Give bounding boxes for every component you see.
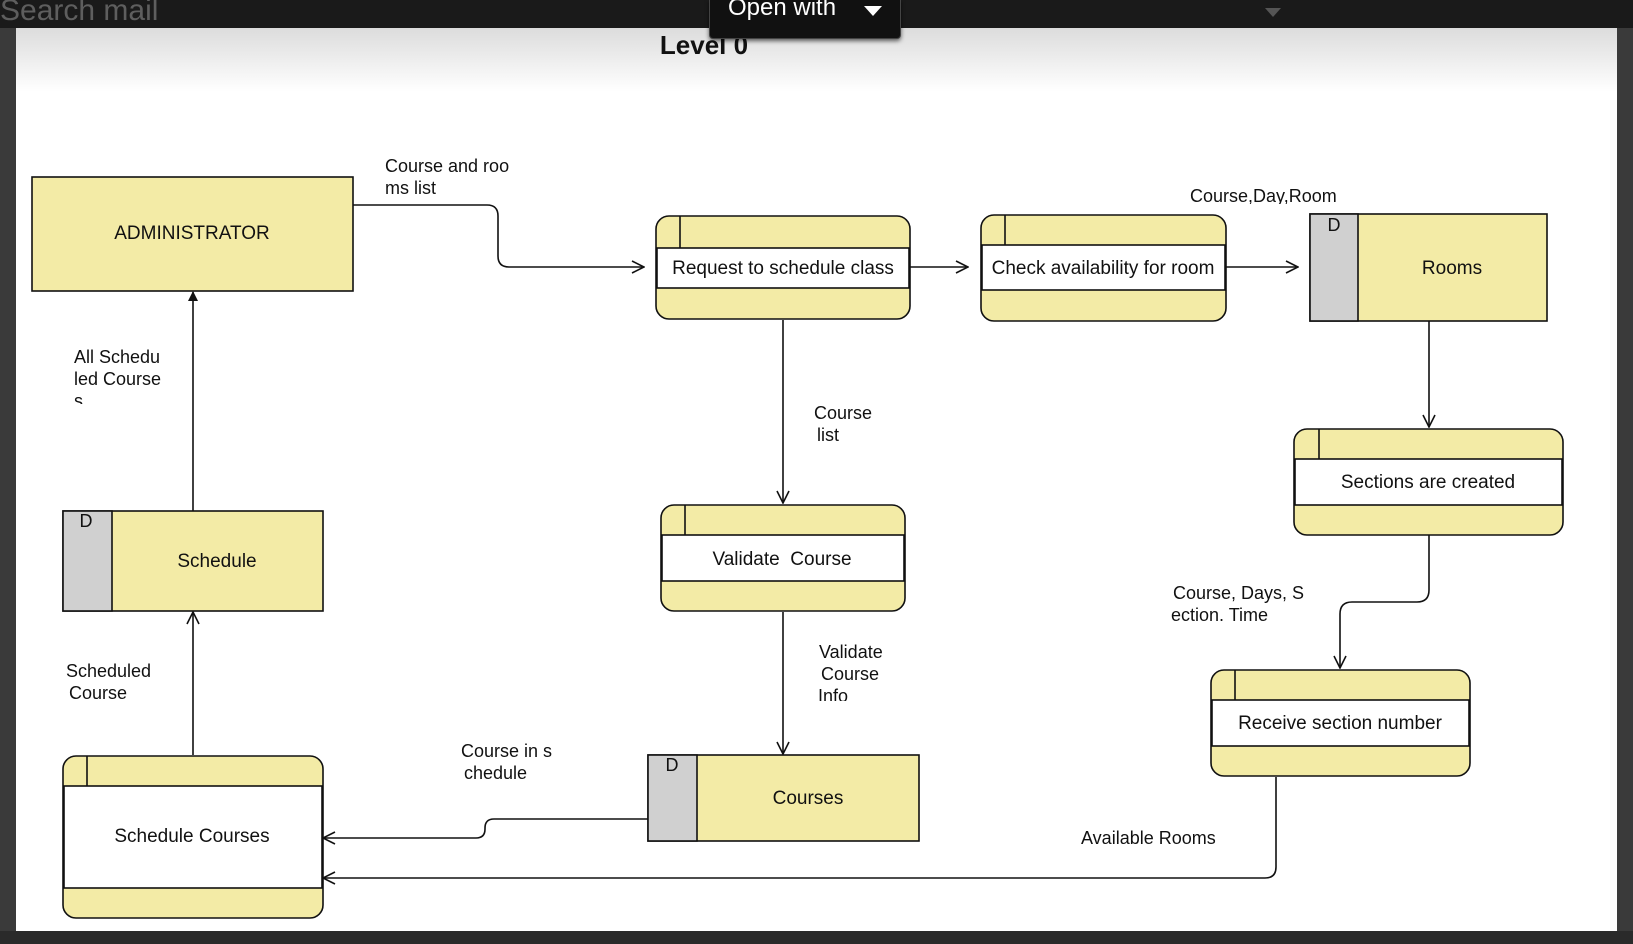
flow-label-scheduled-course-2: Course <box>64 683 127 703</box>
flow-label-validate-to-courses-3: Info <box>813 686 848 706</box>
process-check-label: Check availability for room <box>992 258 1215 279</box>
flow-label-schedule-to-admin-2: led Course <box>74 369 161 389</box>
background-left <box>0 28 16 944</box>
flow-label-validate-to-courses-2: Course <box>816 664 879 684</box>
chevron-down-icon <box>864 6 882 16</box>
store-rooms[interactable]: D Rooms <box>1309 213 1548 322</box>
flow-label-check-to-rooms: Course,Day,Room <box>1190 186 1337 206</box>
flow-label-courses-to-schedule-1: Course in s <box>461 741 552 761</box>
process-schedule-courses[interactable]: Schedule Courses <box>62 755 324 919</box>
diagram-canvas: Level 0 ADMINISTRATOR Request to schedul <box>16 28 1617 931</box>
process-request-to-schedule-class[interactable]: Request to schedule class <box>655 215 911 320</box>
background-bottom <box>0 931 1633 944</box>
entity-administrator-label: ADMINISTRATOR <box>114 223 270 244</box>
store-rooms-marker: D <box>1328 215 1341 235</box>
process-validate-label: Validate Course <box>712 549 851 570</box>
search-mail-input[interactable]: Search mail <box>0 0 159 27</box>
search-options-caret-icon[interactable] <box>1265 8 1281 17</box>
flow-label-rooms-to-receive-1: Course, Days, S <box>1173 583 1304 603</box>
process-receive-section-number[interactable]: Receive section number <box>1210 669 1471 777</box>
flow-label-request-to-validate-2: list <box>812 425 839 445</box>
flow-label-validate-to-courses-1: Validate <box>819 642 883 662</box>
flow-label-schedule-to-admin-1: All Schedu <box>74 347 160 367</box>
flow-receive-to-schedule-courses <box>323 777 1277 878</box>
flow-sections-to-receive <box>1340 535 1430 668</box>
store-schedule[interactable]: D Schedule <box>62 510 324 612</box>
background-right <box>1617 28 1633 944</box>
process-receive-label: Receive section number <box>1238 713 1442 734</box>
flow-label-admin-to-request-2: ms list <box>385 178 436 198</box>
flow-label-available-rooms: Available Rooms <box>1081 828 1216 848</box>
store-courses-marker: D <box>666 755 679 775</box>
process-request-label: Request to schedule class <box>672 258 894 279</box>
flow-label-admin-to-request-1: Course and roo <box>385 156 509 176</box>
flow-label-scheduled-course-1: Scheduled <box>66 661 151 681</box>
store-courses-label: Courses <box>773 788 844 809</box>
flow-admin-to-request <box>353 204 644 267</box>
process-check-availability[interactable]: Check availability for room <box>980 214 1227 322</box>
open-with-label: Open with <box>728 0 837 21</box>
flow-label-schedule-to-admin-3: s <box>74 391 83 411</box>
store-courses[interactable]: D Courses <box>647 754 920 842</box>
flow-courses-to-schedule-courses <box>323 818 648 838</box>
store-rooms-label: Rooms <box>1422 258 1482 279</box>
entity-administrator[interactable]: ADMINISTRATOR <box>31 176 354 292</box>
flow-label-courses-to-schedule-2: chedule <box>459 763 527 783</box>
open-with-button[interactable]: Open with <box>709 0 901 39</box>
process-validate-course[interactable]: Validate Course <box>660 504 906 612</box>
store-schedule-marker: D <box>80 511 93 531</box>
process-sections-label: Sections are created <box>1341 472 1515 493</box>
process-schedule-courses-label: Schedule Courses <box>114 826 269 847</box>
data-flow-diagram: Level 0 ADMINISTRATOR Request to schedul <box>31 30 1564 919</box>
process-sections-are-created[interactable]: Sections are created <box>1293 428 1564 536</box>
flow-label-rooms-to-receive-2: ection, Time <box>1171 605 1268 625</box>
store-schedule-label: Schedule <box>177 551 256 572</box>
flow-label-request-to-validate-1: Course <box>814 403 872 423</box>
